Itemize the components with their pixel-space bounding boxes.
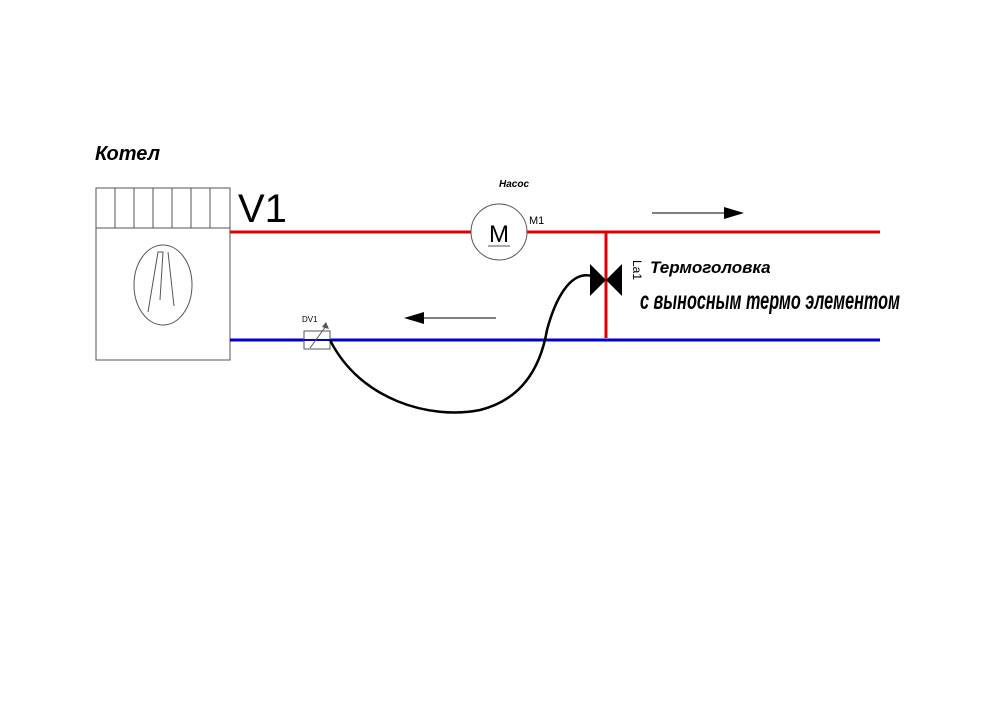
- capillary-tube: [328, 274, 593, 414]
- thermo-head-title: Термоголовка: [650, 258, 771, 277]
- valve-tag: La1: [630, 260, 644, 280]
- thermo-head-subtitle: с выносным термо элементом: [640, 287, 900, 315]
- burner-icon: [133, 244, 193, 326]
- pump-caption: Насос: [499, 179, 529, 190]
- motor-icon: M: [489, 221, 509, 248]
- arrow-right-icon: [652, 207, 744, 219]
- boiler-tag: V1: [238, 187, 287, 231]
- supply-line: [230, 230, 880, 338]
- sensor-tag: DV1: [302, 315, 318, 324]
- pump-tag: M1: [529, 215, 544, 227]
- pump: M: [470, 203, 528, 261]
- arrow-left-icon: [404, 312, 496, 324]
- boiler-title: Котел: [95, 143, 161, 165]
- boiler: [95, 187, 231, 361]
- remote-sensor: [303, 322, 331, 350]
- boiler-fins: [114, 188, 211, 228]
- two-way-valve-icon: [590, 264, 622, 296]
